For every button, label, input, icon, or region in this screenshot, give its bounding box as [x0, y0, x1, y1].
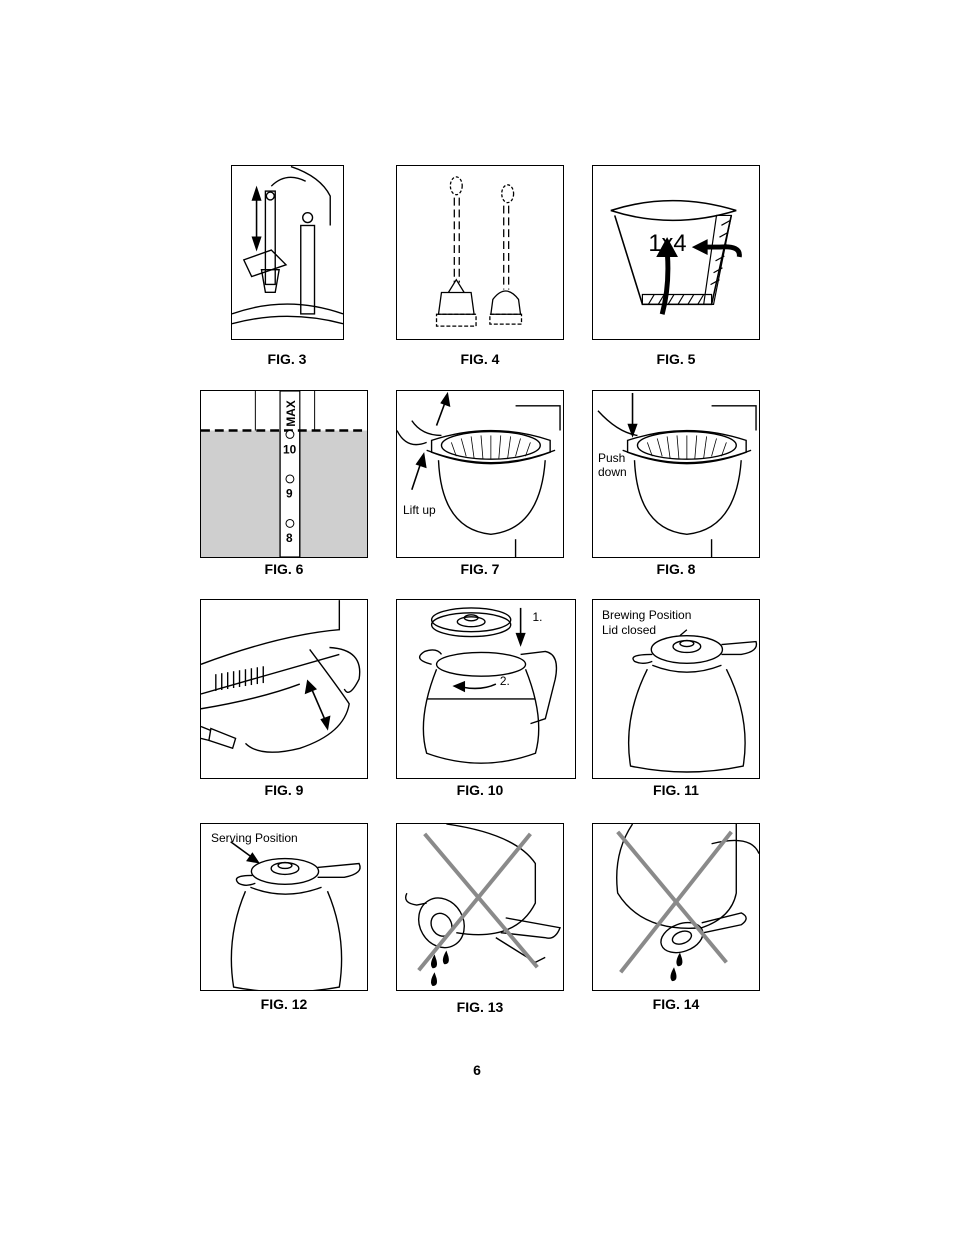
fig11-brewing-label-1: Brewing Position [602, 608, 692, 622]
fig6-mark-8: 8 [286, 531, 293, 545]
fig3-illustration [232, 166, 343, 325]
fig12-panel [200, 823, 368, 991]
fig8-push-label-1: Push [598, 451, 626, 465]
fig5-caption: FIG. 5 [656, 351, 696, 367]
fig13-illustration [404, 824, 561, 987]
fig8-caption: FIG. 8 [656, 561, 696, 577]
fig6-illustration: MAX 10 9 8 [201, 391, 367, 557]
fig6-caption: FIG. 6 [264, 561, 304, 577]
fig10-caption: FIG. 10 [456, 782, 504, 798]
fig10-step-1: 1. [532, 610, 542, 624]
fig8-panel [592, 390, 760, 558]
fig10-panel: 1. 2. [396, 599, 576, 779]
fig12-caption: FIG. 12 [260, 996, 308, 1012]
fig10-illustration: 1. 2. [418, 607, 558, 764]
fig4-illustration [435, 176, 523, 327]
fig14-caption: FIG. 14 [652, 996, 700, 1012]
fig13-panel [396, 823, 564, 991]
fig7-lift-up-label: Lift up [403, 503, 436, 517]
fig4-caption: FIG. 4 [460, 351, 500, 367]
fig4-panel [396, 165, 564, 340]
fig9-panel [200, 599, 368, 779]
fig8-push-label-2: down [598, 465, 627, 479]
fig14-illustration [616, 824, 759, 982]
fig9-caption: FIG. 9 [264, 782, 304, 798]
fig3-panel [231, 165, 344, 340]
fig7-illustration [397, 391, 561, 557]
page-number: 6 [473, 1062, 481, 1078]
fig12-illustration [230, 841, 361, 990]
fig9-illustration [201, 600, 361, 753]
fig6-mark-10: 10 [283, 442, 297, 456]
fig5-illustration: 1x4 [610, 199, 742, 315]
fig12-serving-label: Serving Position [211, 831, 298, 845]
fig5-size-text: 1x4 [648, 231, 686, 257]
fig11-caption: FIG. 11 [653, 782, 699, 798]
fig13-caption: FIG. 13 [456, 999, 504, 1015]
fig3-caption: FIG. 3 [267, 351, 307, 367]
fig11-illustration [627, 629, 758, 773]
fig11-brewing-label-2: Lid closed [602, 623, 657, 637]
fig7-panel [396, 390, 564, 558]
fig10-step-2: 2. [500, 674, 510, 688]
fig5-panel: 1x4 [592, 165, 760, 340]
fig8-illustration [597, 392, 757, 557]
fig6-max-mark: MAX [284, 400, 298, 426]
fig14-panel [592, 823, 760, 991]
fig11-panel [592, 599, 760, 779]
fig6-panel: MAX 10 9 8 [200, 390, 368, 558]
fig7-caption: FIG. 7 [460, 561, 500, 577]
fig6-mark-9: 9 [286, 487, 293, 501]
